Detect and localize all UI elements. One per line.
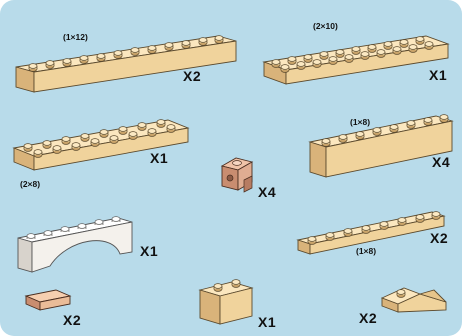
plate-1x8-qty-label: X2 bbox=[430, 230, 448, 246]
plate-2x10-size-label: (2×10) bbox=[313, 21, 338, 31]
arch-1x6 bbox=[18, 217, 132, 272]
plate-1x8-size-label: (1×8) bbox=[356, 246, 376, 256]
slope-1x2 bbox=[382, 288, 446, 312]
brick-1x12-qty-label: X2 bbox=[183, 68, 201, 84]
brick-1x8 bbox=[310, 115, 452, 177]
bracket-1x1-qty-label: X4 bbox=[258, 184, 276, 200]
plate-2x8-size-label: (2×8) bbox=[20, 179, 40, 189]
arch-1x6-qty-label: X1 bbox=[140, 243, 158, 259]
brick-1x8-size-label: (1×8) bbox=[350, 117, 370, 127]
brick-1x8-qty-label: X4 bbox=[432, 154, 450, 170]
brick-1x12 bbox=[16, 36, 236, 92]
plate-2x10 bbox=[264, 36, 448, 84]
slope-1x2-qty-label: X2 bbox=[359, 310, 377, 326]
bracket-1x1 bbox=[222, 158, 252, 192]
brick-1x2 bbox=[200, 280, 252, 324]
tile-1x2-qty-label: X2 bbox=[63, 312, 81, 328]
brick-1x12-size-label: (1×12) bbox=[63, 32, 88, 42]
brick-1x2-qty-label: X1 bbox=[258, 314, 276, 330]
plate-2x8-qty-label: X1 bbox=[150, 150, 168, 166]
tile-1x2 bbox=[26, 290, 70, 310]
plate-2x10-qty-label: X1 bbox=[429, 67, 447, 83]
